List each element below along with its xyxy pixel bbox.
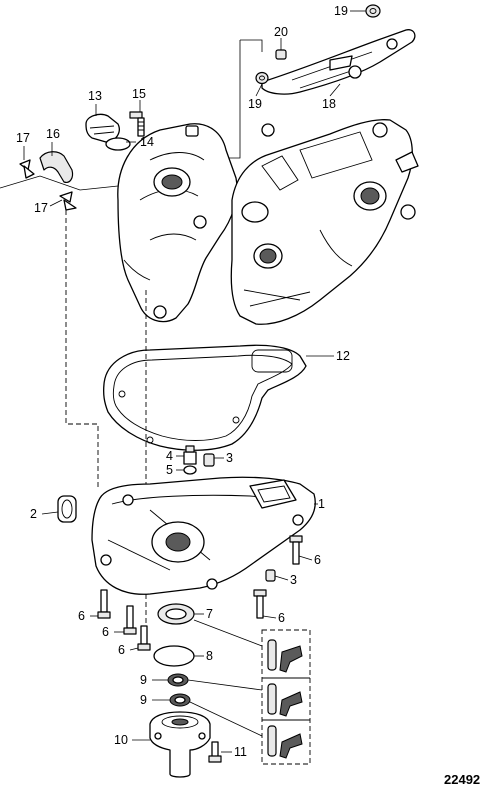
- callout-2: 2: [30, 507, 37, 521]
- callout-3-bottom: 3: [290, 573, 297, 587]
- part-6-bolt-center-left: [123, 605, 137, 635]
- leader-lines: [23, 10, 366, 753]
- part-6-bolt-center: [137, 625, 151, 651]
- part-17-clamp-bottom: [59, 191, 77, 211]
- callout-1: 1: [318, 497, 325, 511]
- part-6-bolt-mid-right: [253, 589, 267, 619]
- callout-15: 15: [132, 87, 146, 101]
- part-exhaust-manifold: [117, 123, 238, 323]
- part-10-housing: [149, 711, 211, 778]
- callout-6-center: 6: [118, 643, 125, 657]
- callout-9-upper: 9: [140, 673, 147, 687]
- part-1-crankcase-cover: [91, 476, 316, 595]
- callout-16: 16: [46, 127, 60, 141]
- part-20-pin: [275, 49, 287, 60]
- callout-17-top: 17: [16, 131, 30, 145]
- part-7-seal: [157, 603, 195, 625]
- part-17-clamp-top: [19, 159, 35, 179]
- part-9-bearing-upper: [167, 673, 189, 687]
- callout-19-top: 19: [334, 4, 348, 18]
- callout-4: 4: [166, 449, 173, 463]
- part-6-bolt-right: [289, 535, 303, 565]
- callout-6-mid-right: 6: [278, 611, 285, 625]
- callout-9-lower: 9: [140, 693, 147, 707]
- part-12-gasket: [102, 344, 307, 451]
- callout-3-top: 3: [226, 451, 233, 465]
- part-19-cap-left: [255, 71, 269, 85]
- seal-detail-box: [261, 629, 311, 765]
- callout-13: 13: [88, 89, 102, 103]
- part-16-hose: [39, 151, 74, 183]
- callout-19-left: 19: [248, 97, 262, 111]
- callout-20: 20: [274, 25, 288, 39]
- callout-6-left: 6: [78, 609, 85, 623]
- part-9-bearing-lower: [169, 693, 191, 707]
- part-3-dowel-bottom: [265, 569, 276, 582]
- callout-labels: 19 20 19 18 13 15 14 16 17 17 12 1 2 3 4…: [16, 4, 480, 787]
- part-11-bolt: [208, 741, 222, 763]
- part-2-plug: [57, 495, 77, 523]
- part-3-dowel-top: [203, 453, 215, 467]
- callout-17-bottom: 17: [34, 201, 48, 215]
- callout-7: 7: [206, 607, 213, 621]
- part-15-bolt: [129, 111, 145, 137]
- part-6-bolt-left: [97, 589, 111, 619]
- callout-8: 8: [206, 649, 213, 663]
- callout-6-right: 6: [314, 553, 321, 567]
- part-8-disc: [153, 645, 195, 667]
- callout-10: 10: [114, 733, 128, 747]
- callout-6-center-left: 6: [102, 625, 109, 639]
- callout-5: 5: [166, 463, 173, 477]
- part-cylinder-block: [230, 119, 419, 325]
- callout-11: 11: [234, 745, 247, 759]
- part-18-bracket: [261, 29, 416, 95]
- part-13-cap: [85, 113, 120, 143]
- part-4-fitting: [183, 445, 197, 465]
- figure-number: 22492: [444, 772, 480, 787]
- part-5-washer: [183, 465, 197, 475]
- callout-12: 12: [336, 349, 350, 363]
- callout-14: 14: [140, 135, 154, 149]
- callout-18: 18: [322, 97, 336, 111]
- part-19-cap-top: [365, 4, 381, 18]
- part-14-seal: [105, 137, 131, 151]
